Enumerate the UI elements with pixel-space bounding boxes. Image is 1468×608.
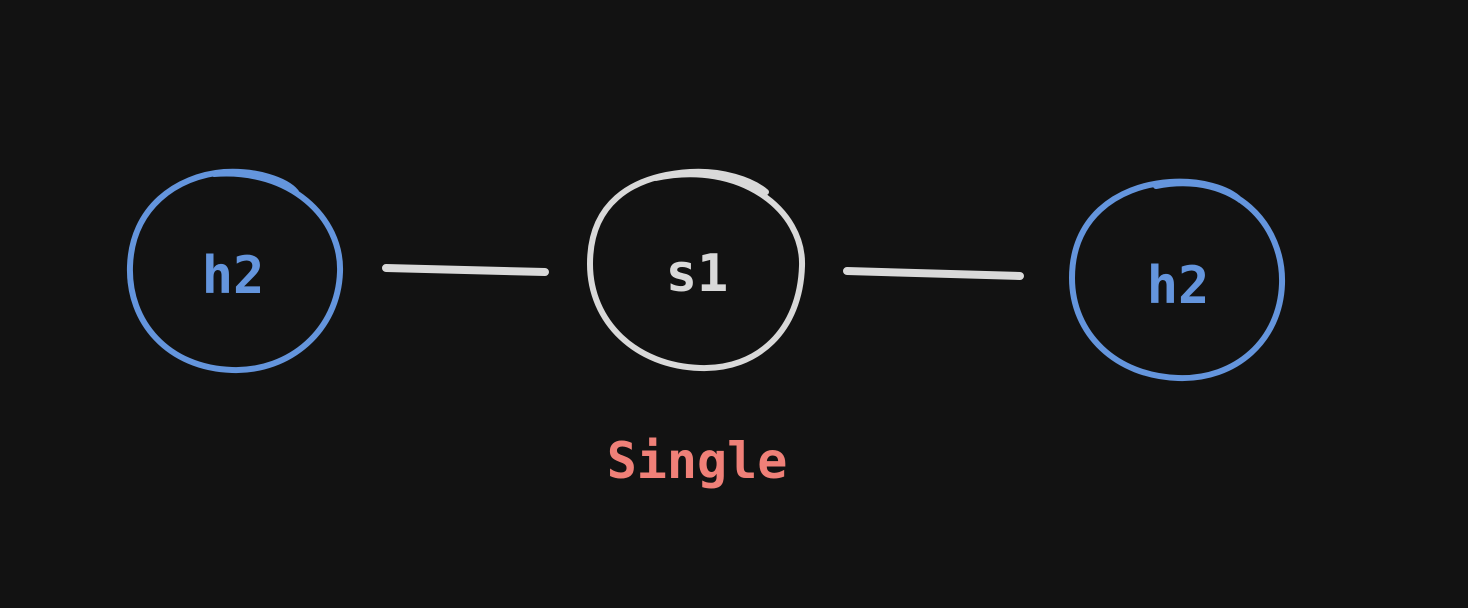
edge-center-to-right [843,267,1024,280]
node-center-s1: s1 [587,168,806,372]
node-right-h2: h2 [1069,178,1286,382]
node-left-ring [126,168,344,374]
node-center-label: s1 [666,244,729,304]
node-left-label: h2 [202,246,265,306]
node-center-ring [587,168,806,372]
edge-left-to-center [382,264,549,276]
node-right-label: h2 [1147,256,1210,316]
diagram-caption: Single [607,432,788,490]
node-right-ring [1069,178,1286,382]
node-left-h2: h2 [126,168,344,374]
